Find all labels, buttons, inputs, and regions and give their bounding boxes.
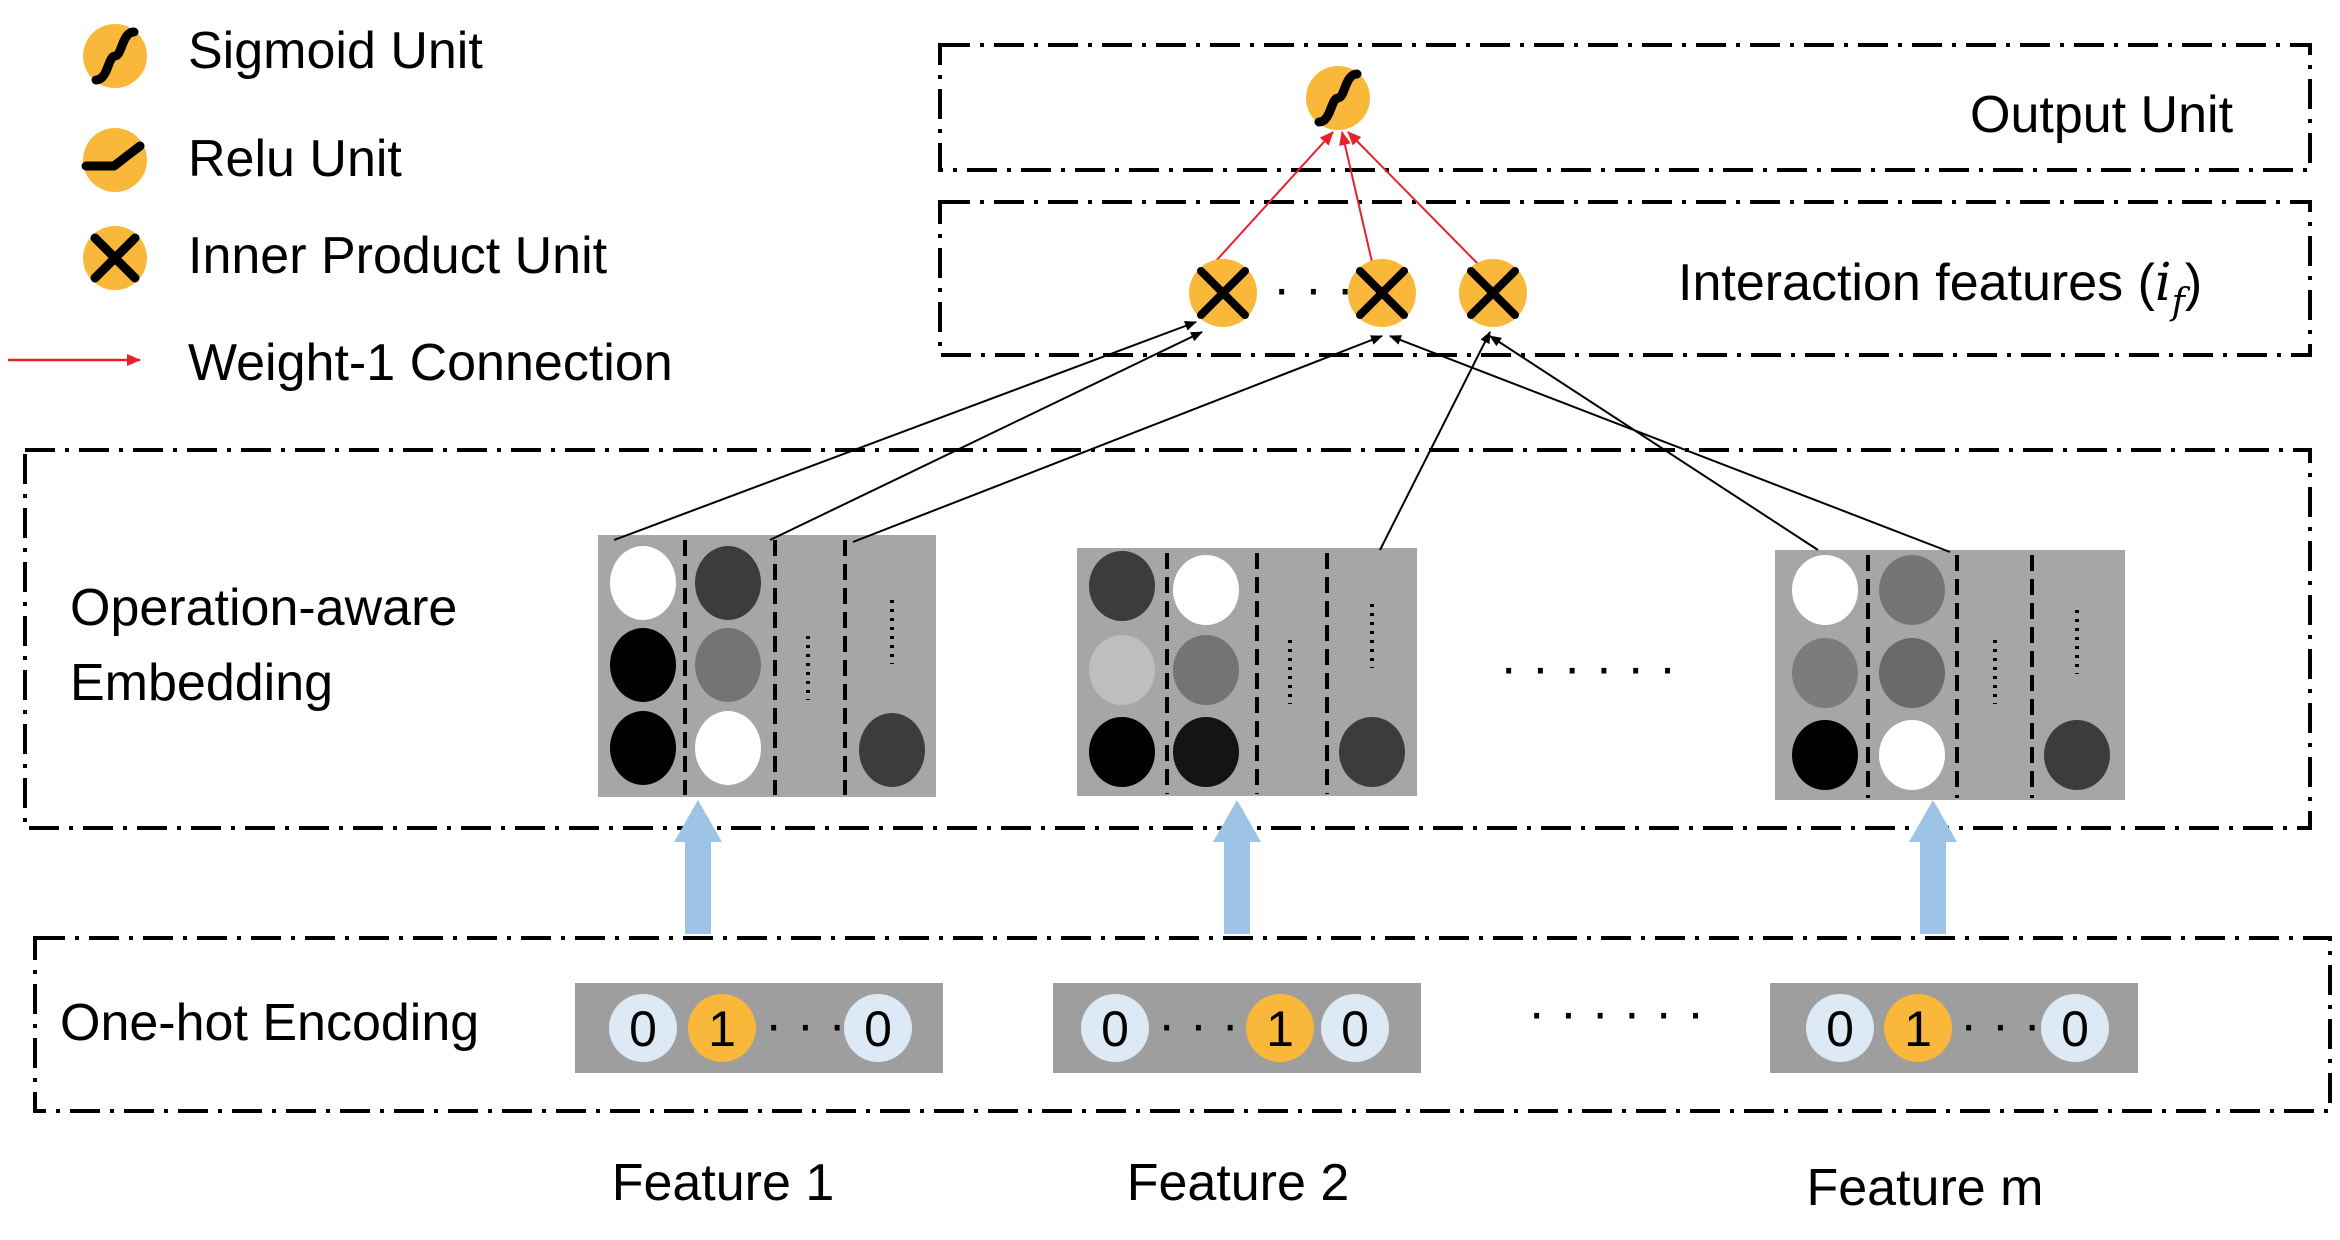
input-up-arrows xyxy=(674,800,1957,934)
onehot-bit: 1 xyxy=(1266,1001,1294,1057)
embedding-cell xyxy=(1089,635,1155,705)
embedding-cell xyxy=(1089,551,1155,621)
legend-weight-label: Weight-1 Connection xyxy=(188,334,673,392)
embedding-cell xyxy=(1089,717,1155,787)
embedding-cell xyxy=(610,628,676,702)
onehot-bit: 0 xyxy=(864,1001,892,1057)
embedding-ellipsis: · · · · · · xyxy=(1500,639,1676,697)
onehot-bit: 1 xyxy=(1904,1001,1932,1057)
embedding-cell xyxy=(610,546,676,620)
inner-product-unit xyxy=(1189,259,1257,327)
legend-relu: Relu Unit xyxy=(81,128,402,192)
interaction-layer-box xyxy=(938,200,2312,357)
onehot-layer-box xyxy=(33,936,2332,1113)
onehot-bit: 0 xyxy=(1826,1001,1854,1057)
onehot-bit: 0 xyxy=(1341,1001,1369,1057)
embedding-cell xyxy=(1173,555,1239,625)
legend-sigmoid: Sigmoid Unit xyxy=(83,22,483,88)
onehot-vector-feature-m: 0 1 · · · 0 xyxy=(1770,983,2138,1073)
embedding-cell xyxy=(1879,720,1945,790)
output-sigmoid-unit xyxy=(1306,66,1370,130)
embedding-cell xyxy=(1173,635,1239,705)
embedding-cell xyxy=(2044,720,2110,790)
onehot-vector-feature-2: 0 · · · 1 0 xyxy=(1053,983,1421,1073)
inner-product-unit xyxy=(1459,259,1527,327)
interaction-dots: · · · xyxy=(1273,260,1354,318)
embedding-label-line2: Embedding xyxy=(70,654,333,712)
legend-inner-product-label: Inner Product Unit xyxy=(188,227,608,285)
feature-label-2: Feature 2 xyxy=(1127,1154,1350,1212)
embedding-layer-box xyxy=(23,448,2312,830)
embedding-cell xyxy=(695,628,761,702)
embedding-cell xyxy=(695,546,761,620)
feature-label-m: Feature m xyxy=(1807,1159,2044,1217)
embedding-cell xyxy=(610,711,676,785)
up-arrow-feature-2 xyxy=(1213,800,1261,934)
feature-label-1: Feature 1 xyxy=(612,1154,835,1212)
legend-weight: Weight-1 Connection xyxy=(8,334,673,392)
onehot-label: One-hot Encoding xyxy=(60,994,479,1052)
onehot-dots: · · · xyxy=(1158,996,1239,1054)
onehot-bit: 0 xyxy=(2061,1001,2089,1057)
embedding-cell xyxy=(1879,555,1945,625)
onehot-ellipsis: · · · · · · xyxy=(1528,984,1704,1042)
inner-product-unit xyxy=(1348,259,1416,327)
embedding-matrix-feature-m xyxy=(1775,550,2125,800)
onehot-bit: 0 xyxy=(629,1001,657,1057)
legend: Sigmoid Unit Relu Unit Inner Product Uni… xyxy=(8,22,673,392)
embedding-cell xyxy=(1792,638,1858,708)
embedding-cell xyxy=(1879,638,1945,708)
output-layer-box xyxy=(938,43,2312,172)
weight-1-connections xyxy=(1214,131,1481,267)
embedding-cell xyxy=(695,711,761,785)
legend-inner-product: Inner Product Unit xyxy=(83,226,608,290)
interaction-layer-label: Interaction features (if) xyxy=(1678,253,2202,323)
legend-sigmoid-label: Sigmoid Unit xyxy=(188,22,483,80)
embedding-matrix-feature-2 xyxy=(1077,548,1417,796)
up-arrow-feature-1 xyxy=(674,800,722,934)
embedding-cell xyxy=(1339,717,1405,787)
onehot-vector-feature-1: 0 1 · · · 0 xyxy=(575,983,943,1073)
onehot-bit: 1 xyxy=(708,1001,736,1057)
output-layer-label: Output Unit xyxy=(1970,86,2234,144)
legend-relu-label: Relu Unit xyxy=(188,130,402,188)
onehot-dots: · · · xyxy=(1960,996,2041,1054)
embedding-cell xyxy=(1173,717,1239,787)
embedding-label-line1: Operation-aware xyxy=(70,579,457,637)
embedding-matrix-feature-1 xyxy=(598,535,936,797)
embedding-connections xyxy=(613,321,1951,553)
onehot-dots: · · · xyxy=(765,996,846,1054)
embedding-cell xyxy=(1792,555,1858,625)
embedding-cell xyxy=(1792,720,1858,790)
onehot-bit: 0 xyxy=(1101,1001,1129,1057)
up-arrow-feature-m xyxy=(1909,800,1957,934)
embedding-cell xyxy=(859,713,925,787)
